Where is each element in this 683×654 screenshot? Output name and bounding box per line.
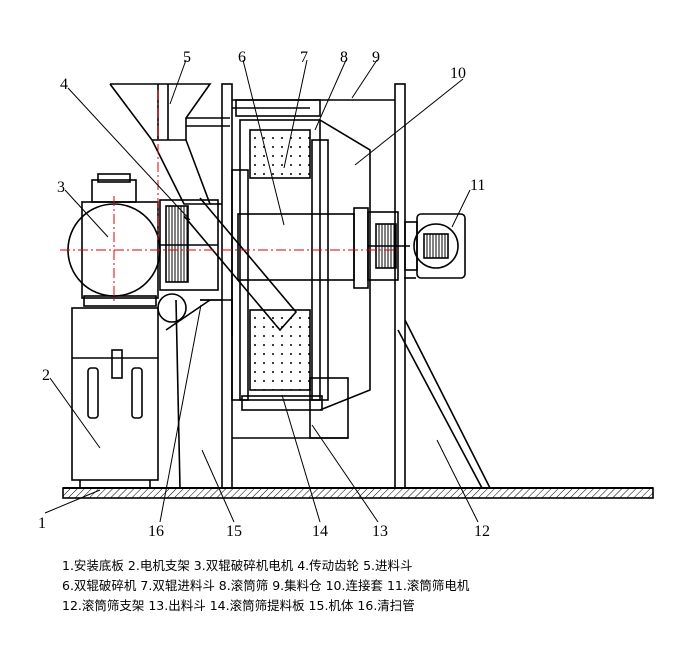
- callout-9: 9: [372, 49, 380, 66]
- feed-hopper: [109, 83, 230, 205]
- callout-4: 4: [60, 76, 68, 93]
- callout-2: 2: [42, 367, 50, 384]
- discharge-hopper: [232, 377, 349, 439]
- trommel-support: [397, 319, 491, 489]
- center-lines: [60, 90, 400, 304]
- cleaning-pipe: [183, 197, 298, 336]
- callout-8: 8: [340, 49, 348, 66]
- callout-labels: 1 2 3 4 5 6 7 8 9 10 11 12 13 14 15 16: [38, 49, 490, 540]
- callout-6: 6: [238, 49, 246, 66]
- callout-3: 3: [57, 179, 65, 196]
- connecting-sleeve: [367, 211, 410, 281]
- machine-body: [165, 83, 233, 489]
- callout-12: 12: [474, 523, 490, 540]
- trommel-motor: [404, 213, 466, 279]
- callout-13: 13: [372, 523, 388, 540]
- legend-line: 12.滚筒筛支架 13.出料斗 14.滚筒筛提料板 15.机体 16.清扫管: [62, 598, 415, 613]
- callout-7: 7: [300, 49, 308, 66]
- callout-14: 14: [312, 523, 328, 540]
- legend-line: 6.双辊破碎机 7.双辊进料斗 8.滚筒筛 9.集料仓 10.连接套 11.滚筒…: [62, 578, 470, 593]
- trommel-screen: [231, 99, 369, 411]
- motor-stand: [71, 307, 159, 488]
- callout-11: 11: [470, 177, 485, 194]
- callout-16: 16: [148, 523, 164, 540]
- callout-10: 10: [450, 65, 466, 82]
- parts-legend: 1.安装底板 2.电机支架 3.双辊破碎机电机 4.传动齿轮 5.进料斗 6.双…: [62, 556, 469, 616]
- callout-5: 5: [183, 49, 191, 66]
- callout-1: 1: [38, 515, 46, 532]
- leader-lines: [44, 59, 479, 523]
- callout-15: 15: [226, 523, 242, 540]
- legend-line: 1.安装底板 2.电机支架 3.双辊破碎机电机 4.传动齿轮 5.进料斗: [62, 558, 413, 573]
